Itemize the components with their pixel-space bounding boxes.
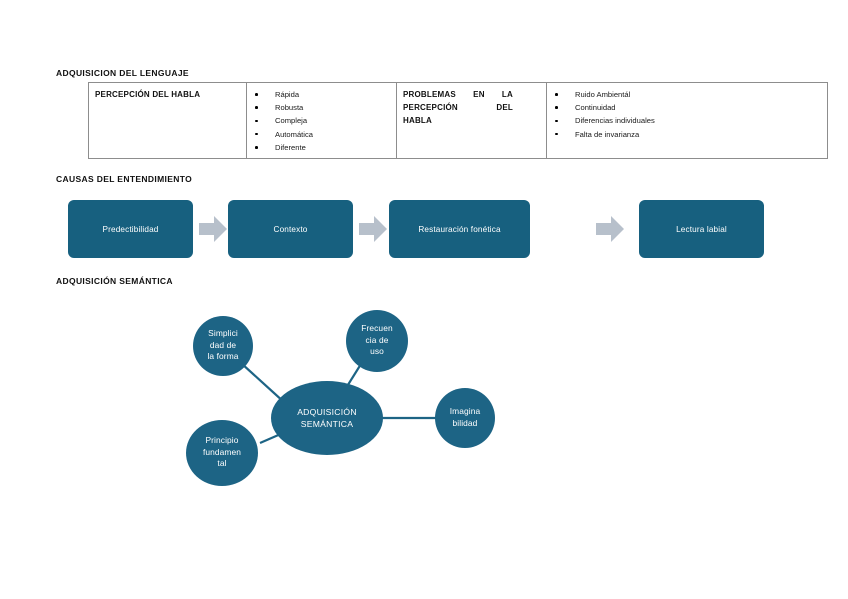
semantic-acquisition-mindmap: Simplici dad de la forma Frecuen cia de …	[165, 296, 510, 501]
flow-step-lectura-labial: Lectura labial	[639, 200, 764, 258]
list-item: Compleja	[253, 114, 390, 127]
table-row: PERCEPCIÓN DEL HABLA Rápida Robusta Comp…	[88, 81, 828, 160]
table-cell-perception-label: PERCEPCIÓN DEL HABLA	[88, 81, 247, 160]
language-acquisition-table-wrapper: PERCEPCIÓN DEL HABLA Rápida Robusta Comp…	[88, 81, 828, 160]
list-item: Rápida	[253, 88, 390, 101]
section-heading-language-acquisition: ADQUISICION DEL LENGUAJE	[56, 68, 189, 78]
table-cell-problems-label: PROBLEMAS EN LA PERCEPCIÓN DEL HABLA	[396, 81, 547, 160]
cell-title-problems-line: PROBLEMAS EN LA	[403, 90, 513, 99]
flow-step-label: Predectibilidad	[102, 224, 159, 234]
right-arrow-icon	[596, 216, 624, 242]
right-arrow-icon	[199, 216, 227, 242]
list-item: Falta de invarianza	[553, 128, 821, 141]
cell-title-problems-line: PERCEPCIÓN DEL	[403, 103, 513, 112]
connector-simplicidad	[240, 362, 286, 404]
mindmap-node-frecuencia	[346, 310, 408, 372]
mindmap-node-principio	[186, 420, 258, 486]
flow-step-contexto: Contexto	[228, 200, 353, 258]
flow-step-predectibilidad: Predectibilidad	[68, 200, 193, 258]
list-item: Continuidad	[553, 101, 821, 114]
process-flow-diagram: Predectibilidad Contexto Restauración fo…	[68, 200, 764, 258]
mindmap-node-simplicidad	[193, 316, 253, 376]
cell-title-problems: PROBLEMAS EN LA PERCEPCIÓN DEL HABLA	[403, 88, 513, 127]
mindmap-node-imaginabilidad	[435, 388, 495, 448]
list-item: Diferencias individuales	[553, 114, 821, 127]
flow-step-restauracion-fonetica: Restauración fonética	[389, 200, 530, 258]
flow-step-label: Lectura labial	[676, 224, 727, 234]
mindmap-graphic	[186, 310, 495, 486]
cell-title-perception: PERCEPCIÓN DEL HABLA	[95, 90, 201, 99]
section-heading-understanding-causes: CAUSAS DEL ENTENDIMIENTO	[56, 174, 193, 184]
list-item: Ruido Ambientál	[553, 88, 821, 101]
table-cell-perception-list: Rápida Robusta Compleja Automática Difer…	[246, 81, 397, 160]
mindmap-node-center	[271, 381, 383, 455]
list-item: Diferente	[253, 141, 390, 154]
bullet-list-perception: Rápida Robusta Compleja Automática Difer…	[253, 88, 390, 154]
cell-title-problems-line: HABLA	[403, 116, 432, 125]
flow-step-label: Restauración fonética	[418, 224, 501, 234]
section-heading-semantic-acquisition: ADQUISICIÓN SEMÁNTICA	[56, 276, 173, 286]
flow-step-label: Contexto	[273, 224, 308, 234]
language-acquisition-table: PERCEPCIÓN DEL HABLA Rápida Robusta Comp…	[88, 81, 828, 160]
right-arrow-icon	[359, 216, 387, 242]
list-item: Robusta	[253, 101, 390, 114]
table-cell-problems-list: Ruido Ambientál Continuidad Diferencias …	[546, 81, 828, 160]
bullet-list-problems: Ruido Ambientál Continuidad Diferencias …	[553, 88, 821, 141]
list-item: Automática	[253, 128, 390, 141]
